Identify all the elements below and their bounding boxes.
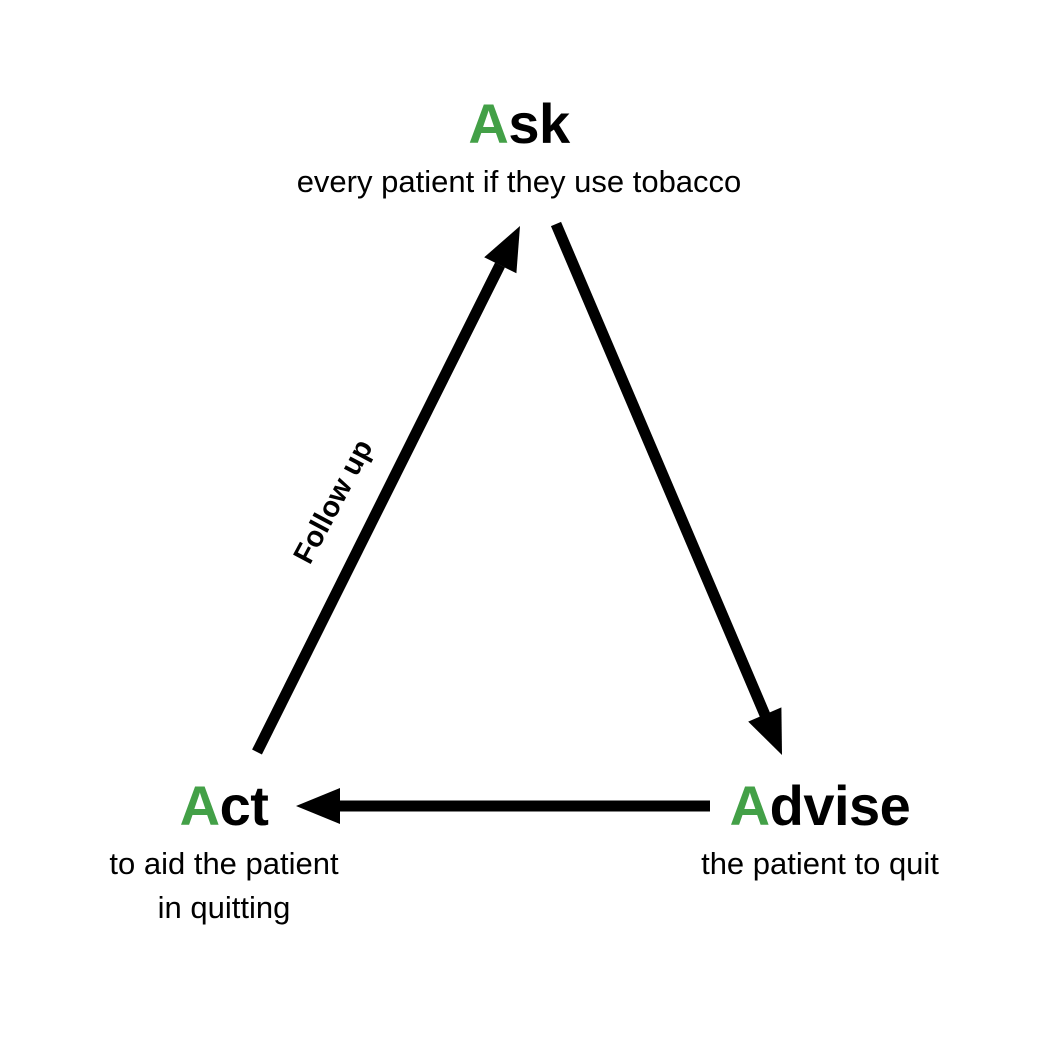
act-subtitle: to aid the patient in quitting [109,842,338,930]
ask-title: Ask [297,96,742,152]
arrow-ask-to-advise-head [748,707,782,755]
arrow-act-to-ask-shaft [252,262,505,755]
act-subtitle-line1: to aid the patient [109,846,339,881]
arrow-act-to-ask-head [484,226,520,274]
advise-title: Advise [701,778,939,834]
arrow-advise-to-act-head [296,788,340,824]
advise-subtitle: the patient to quit [701,846,939,881]
arrow-ask-to-advise-shaft [550,221,771,718]
node-act: Act to aid the patient in quitting [109,778,338,930]
node-ask: Ask every patient if they use tobacco [297,96,742,204]
arrow-act-to-ask [252,226,520,755]
act-subtitle-line2: in quitting [157,890,291,926]
act-title-initial: A [179,774,220,837]
act-title: Act [109,778,338,834]
ask-subtitle: every patient if they use tobacco [296,164,742,199]
ask-title-rest: sk [508,92,570,155]
ask-title-initial: A [468,92,509,155]
arrow-ask-to-advise [550,221,782,755]
act-title-rest: ct [219,774,269,837]
advise-title-initial: A [729,774,770,837]
node-advise: Advise the patient to quit [701,778,939,886]
advise-title-rest: dvise [769,774,911,837]
arrow-advise-to-act [296,788,710,824]
